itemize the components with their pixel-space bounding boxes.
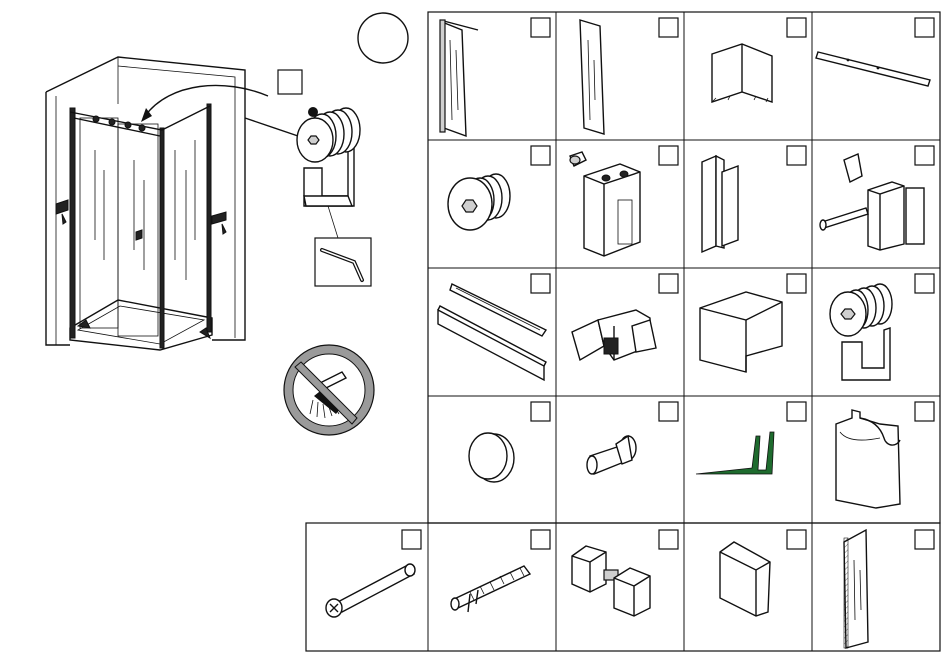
square-cap-icon [720,542,770,616]
top-rail-icon [816,52,930,86]
roller-wheel-icon [448,174,510,230]
bottom-guide-icon [572,310,656,360]
long-screw-icon [326,564,415,617]
wall-profile-seal-icon [836,410,900,508]
double-knob-handle-icon [572,546,650,616]
round-cap-icon [469,433,514,482]
profile-strips-icon [438,284,546,380]
side-glass-panel-icon [844,530,868,648]
glass-panel-with-rail-icon [440,20,478,136]
magnetic-connector-icon [820,154,924,250]
allen-key-icon [315,206,371,286]
countersunk-screw-icon [587,436,636,474]
glass-panel-icon [580,20,604,134]
shower-enclosure-icon [46,57,268,350]
roller-detail-icon [245,70,360,206]
wall-plug-anchor-icon [451,566,530,612]
corner-bracket-icon [712,44,772,102]
cover-cap-icon [700,292,782,372]
no-abrasive-cleaning-icon [284,345,374,435]
part-reference-circle [358,13,408,63]
roller-with-bracket-icon [830,284,892,380]
rail-clamp-block-icon [570,152,640,256]
door-handle-profile-icon [702,156,738,252]
water-seal-strip-icon [696,432,774,474]
